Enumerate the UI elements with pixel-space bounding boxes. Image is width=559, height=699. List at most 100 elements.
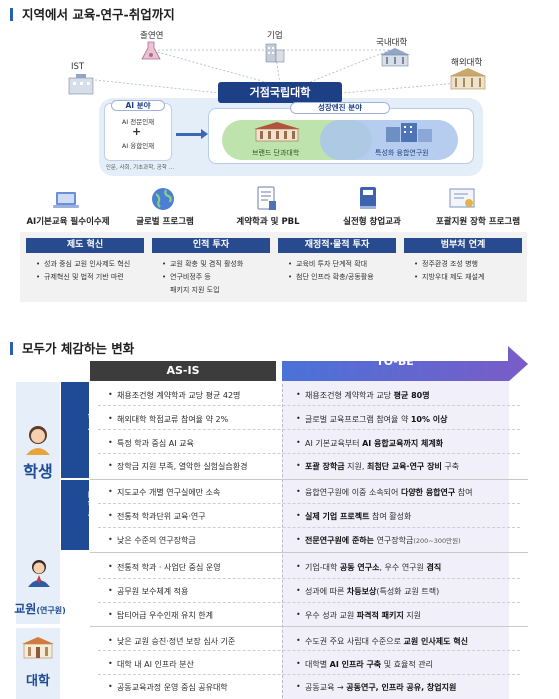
globe-icon	[152, 188, 174, 210]
dashed-divider	[98, 674, 520, 675]
asis-header: AS-IS	[90, 361, 276, 381]
list-item: 교육비 투자 단계적 확대	[288, 258, 374, 271]
certificate-icon	[449, 188, 475, 208]
student-avatar-icon	[26, 426, 50, 455]
asis-row: 지도교수 개별 연구실에만 소속	[108, 487, 220, 498]
tobe-row: 우수 성과 교원 파격적 패키지 지원	[296, 610, 421, 621]
dashed-divider	[98, 503, 520, 504]
asis-row: 해외대학 학점교류 참여율 약 2%	[108, 414, 228, 425]
brand-college-label: 브랜드 단과대학	[252, 149, 300, 157]
dashed-divider	[98, 602, 520, 603]
asis-row: 전통적 학과단위 교육·연구	[108, 511, 206, 522]
network-lines	[94, 49, 471, 94]
program-startup-label: 실전형 창업교과	[343, 217, 401, 227]
list-item: 첨단 인프라 확충/공동활용	[288, 271, 374, 284]
program-scholarship-label: 포괄지원 장학 프로그램	[435, 217, 521, 227]
building-icon	[265, 43, 285, 63]
ai-area-box	[104, 103, 172, 161]
university-building-icon	[22, 637, 54, 659]
dashed-divider	[98, 453, 520, 454]
tobe-row: 전문연구원에 준하는 연구장학금(200~300만원)	[296, 535, 461, 546]
ai-expert-label: AI 전문인재	[121, 118, 155, 126]
tobe-header: TO-BE	[376, 355, 414, 368]
asis-row: 전통적 학과 · 사업단 중심 운영	[108, 562, 221, 573]
row-divider	[90, 626, 528, 627]
tobe-row: AI 기본교육부터 AI 융합교육까지 체계화	[296, 438, 443, 449]
ai-area-title: AI 분야	[111, 100, 165, 111]
tobe-row: 채용조건형 계약학과 교당 평균 80명	[296, 390, 430, 401]
program-contract-label: 계약학과 및 PBL	[236, 217, 300, 227]
arrow-right-icon	[176, 129, 208, 139]
ai-convergence-label: AI 융합인재	[121, 142, 155, 150]
asis-row: 낮은 수준의 연구장학금	[108, 535, 196, 546]
book-icon	[360, 187, 376, 209]
innovation-header-system: 제도 혁신	[26, 238, 144, 253]
list-item: 규제혁신 및 법적 기반 마련	[36, 271, 130, 284]
list-item: 지방우대 제도 재설계	[414, 271, 484, 284]
ai-fields-label: 인문, 사회, 기초과학, 공학 …	[105, 165, 175, 171]
faculty-sub-label: (연구원)	[36, 606, 66, 615]
undergrad-label: 학부	[85, 413, 96, 433]
list-item: 연구비정주 등	[162, 271, 243, 284]
institute-icon	[68, 74, 94, 95]
asis-row: 낮은 교원 승진·정년 보장 심사 기준	[108, 636, 235, 647]
tobe-arrow	[282, 346, 528, 382]
program-ai-label: AI기본교육 필수이수제	[26, 217, 110, 227]
asis-row: 대학 내 AI 인프라 분산	[108, 659, 194, 670]
document-icon	[257, 186, 276, 210]
network-domestic-label: 국내대학	[376, 38, 408, 48]
asis-row: 공동교육과정 운영 중심 공유대학	[108, 682, 228, 693]
tobe-row: 수도권 주요 사립대 수준으로 교원 인사제도 혁신	[296, 636, 468, 647]
innovation-header-people: 인적 투자	[152, 238, 270, 253]
column-divider	[282, 384, 283, 698]
faculty-label: 교원(연구원)	[10, 598, 70, 617]
network-overseas-label: 해외대학	[451, 58, 483, 68]
row-divider	[90, 479, 528, 480]
college-building-icon	[254, 122, 300, 142]
innovation-list-ministry: 정주환경 조성 병행 지방우대 제도 재설계	[414, 258, 484, 284]
tobe-row: 대학별 AI 인프라 구축 및 효율적 관리	[296, 659, 433, 670]
innovation-header-finance: 재정적·물적 투자	[278, 238, 396, 253]
list-item: 성과 중심 교원 인사제도 혁신	[36, 258, 130, 271]
list-item: 정주환경 조성 병행	[414, 258, 484, 271]
hub-title: 거점국립대학	[218, 82, 342, 103]
innovation-list-finance: 교육비 투자 단계적 확대 첨단 인프라 확충/공동활용	[288, 258, 374, 284]
flask-icon	[141, 41, 161, 60]
dashed-divider	[98, 527, 520, 528]
innovation-list-people: 교원 확충 및 겸직 활성화 연구비정주 등 패키지 지원 도입	[162, 258, 243, 297]
program-global-label: 글로벌 프로그램	[136, 217, 194, 227]
list-item: 교원 확충 및 겸직 활성화	[162, 258, 243, 271]
asis-row: 특정 학과 중심 AI 교육	[108, 438, 194, 449]
student-label: 학생	[23, 462, 53, 481]
asis-row: 탑티어급 우수인재 유치 한계	[108, 610, 213, 621]
plus-icon: +	[132, 125, 142, 138]
network-ist-label: IST	[71, 62, 85, 72]
undergrad-tile	[61, 382, 89, 478]
tobe-row: 기업-대학 공동 연구소, 우수 연구원 겸직	[296, 562, 441, 573]
faculty-main-label: 교원	[14, 602, 37, 616]
innovation-list-system: 성과 중심 교원 인사제도 혁신 규제혁신 및 법적 기반 마련	[36, 258, 130, 284]
asis-row: 장학금 지원 부족, 열악한 실험실습환경	[108, 461, 248, 472]
dashed-divider	[98, 405, 520, 406]
row-divider	[90, 552, 528, 553]
asis-row: 공무원 보수체계 적용	[108, 586, 188, 597]
university-icon	[380, 48, 410, 67]
research-building-icon	[386, 123, 432, 142]
tobe-row: 실제 기업 프로젝트 참여 활성화	[296, 511, 411, 522]
tobe-row: 포괄 장학금 지원, 최첨단 교육·연구 장비 구축	[296, 461, 459, 472]
overseas-university-icon	[450, 68, 486, 90]
laptop-icon	[53, 192, 79, 208]
network-company-label: 기업	[267, 31, 283, 41]
dashed-divider	[98, 429, 520, 430]
tobe-row: 글로벌 교육프로그램 참여율 약 10% 이상	[296, 414, 447, 425]
dashed-divider	[98, 578, 520, 579]
growth-area-title: 성장엔진 분야	[290, 102, 390, 114]
section-title-pipeline: 지역에서 교육-연구-취업까지	[10, 8, 175, 21]
graduate-tile	[61, 480, 89, 550]
tobe-row: 융합연구원에 이중 소속되어 다양한 융합연구 참여	[296, 487, 473, 498]
section-title-changes: 모두가 체감하는 변화	[10, 342, 134, 355]
faculty-avatar-icon	[28, 560, 50, 587]
tobe-row: 성과에 따른 차등보상(특성화 교원 트랙)	[296, 586, 439, 597]
asis-row: 채용조건형 계약학과 교당 평균 42명	[108, 390, 240, 401]
university-label: 대학	[26, 674, 50, 689]
